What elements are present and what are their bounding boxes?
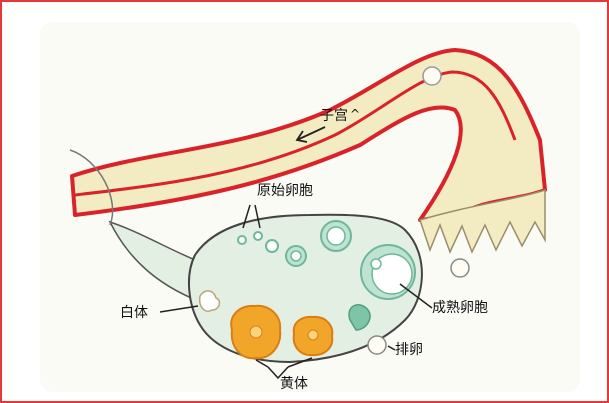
pointer-lines <box>159 204 433 380</box>
tube-inner-line <box>74 70 517 197</box>
primordial-follicle-2 <box>253 231 263 241</box>
ligament-line <box>69 149 114 226</box>
uterus-arrow <box>295 126 326 143</box>
corpus-albicans <box>198 290 221 312</box>
egg-in-tube <box>422 66 442 86</box>
mature-follicle-label: 成熟卵胞 <box>432 300 488 316</box>
released-egg <box>367 335 387 355</box>
corpus-albicans-label: 白体 <box>120 305 148 321</box>
uterus-hat-icon: ^ <box>350 107 361 121</box>
background-panel <box>40 22 580 392</box>
growing-follicle-1 <box>265 239 279 253</box>
egg-near-fimbriae <box>450 258 470 278</box>
fimbriae <box>419 188 546 254</box>
ovulation-label: 排卵 <box>395 342 423 358</box>
uterus-label: 子宫 <box>320 108 348 124</box>
primordial-follicle-1 <box>237 235 247 245</box>
primordial-follicle-label: 原始卵胞 <box>257 183 313 199</box>
corpus-luteum-label: 黄体 <box>280 376 308 392</box>
ruptured-follicle <box>348 304 371 331</box>
